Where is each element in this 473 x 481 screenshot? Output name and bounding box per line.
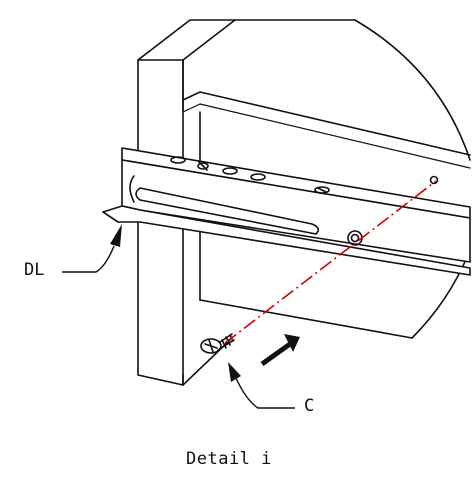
dl-leader	[62, 224, 122, 273]
rail-bracket	[102, 147, 471, 276]
callout-c-label: C	[304, 396, 315, 416]
callout-dl-label: DL	[24, 260, 45, 280]
alignment-axis	[224, 180, 437, 344]
direction-arrow	[260, 334, 300, 367]
screw	[200, 333, 235, 354]
c-leader	[228, 362, 295, 409]
detail-caption: Detail i	[186, 449, 272, 469]
